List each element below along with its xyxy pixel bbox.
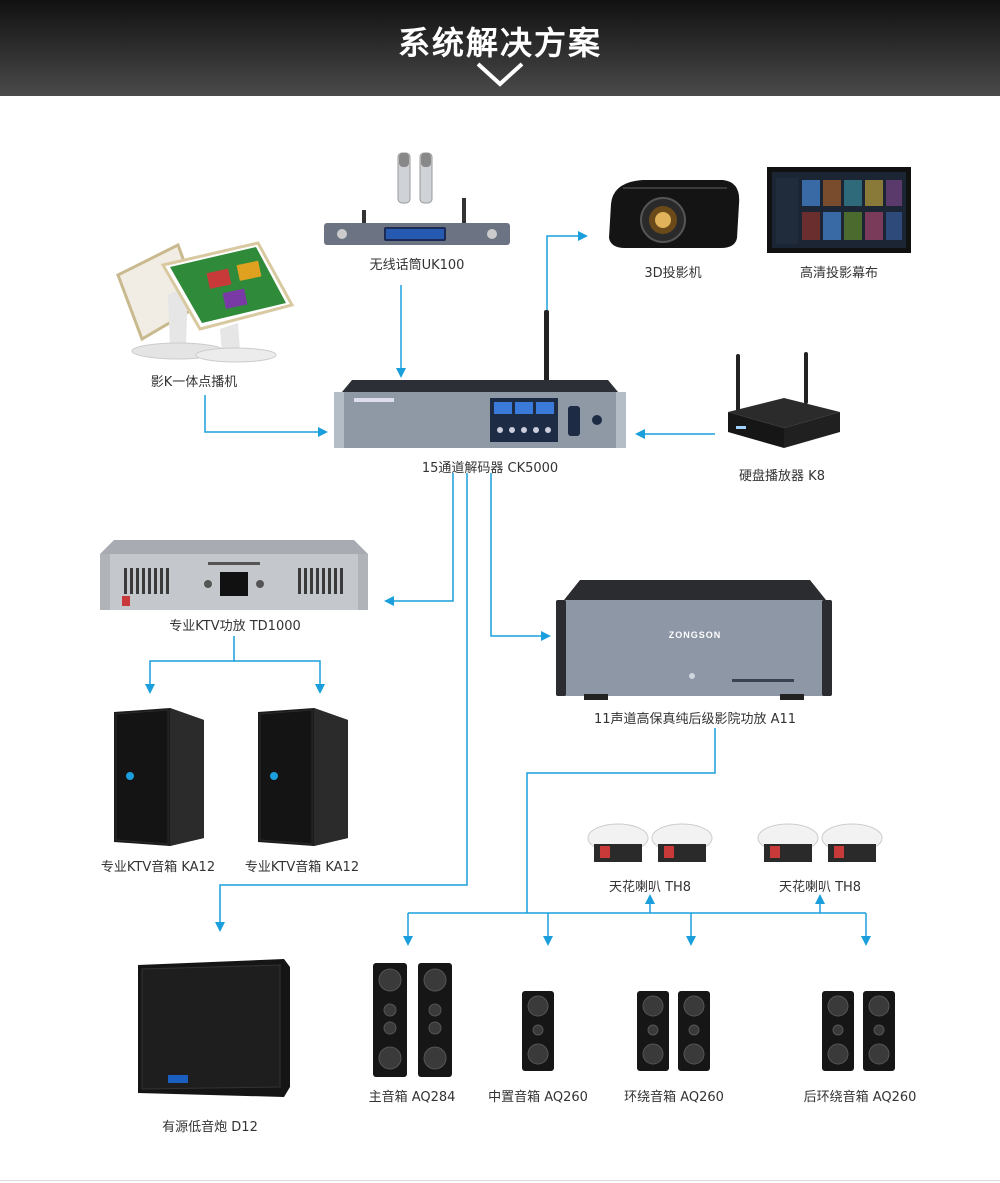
label-center-spk: 中置音箱 AQ260 — [488, 1090, 588, 1105]
decoder-device — [334, 310, 626, 448]
wire-ktvamp-split — [145, 636, 235, 694]
label-decoder: 15通道解码器 CK5000 — [421, 461, 559, 476]
hdd-player-device — [728, 352, 840, 448]
label-player: 影K一体点播机 — [150, 375, 238, 390]
wire-decoder-ktvamp — [384, 473, 454, 606]
label-th8-left: 天花喇叭 TH8 — [608, 880, 692, 895]
cinema-amp-brand: ZONGSON — [669, 630, 722, 640]
wire-decoder-cinemaamp — [490, 473, 551, 641]
label-ka12-right: 专业KTV音箱 KA12 — [244, 860, 360, 875]
bottom-divider — [0, 1180, 1000, 1181]
chevron-down-icon — [476, 62, 524, 87]
wire-player-decoder — [204, 395, 328, 437]
label-mic: 无线话筒UK100 — [369, 258, 465, 273]
label-sub: 有源低音炮 D12 — [162, 1120, 258, 1135]
label-ka12-left: 专业KTV音箱 KA12 — [100, 860, 216, 875]
wire-decoder-sub — [215, 473, 468, 932]
center-speaker-device — [522, 991, 554, 1071]
projector-device — [609, 180, 740, 248]
th8-speaker-pair-right — [757, 823, 883, 862]
ka12-speaker-left — [114, 708, 204, 846]
header-banner: 系统解决方案 — [0, 0, 1000, 96]
subwoofer-device — [138, 959, 290, 1097]
ka12-speaker-right — [258, 708, 348, 846]
label-rear-spk: 后环绕音箱 AQ260 — [803, 1090, 917, 1105]
main-speakers-device — [373, 963, 452, 1077]
wire-ktvamp-right — [234, 660, 325, 694]
th8-speaker-pair-left — [587, 823, 713, 862]
cinema-amp-device: ZONGSON — [556, 580, 832, 700]
label-main-spk: 主音箱 AQ284 — [368, 1090, 456, 1105]
label-screen: 高清投影幕布 — [799, 266, 878, 281]
label-surround-spk: 环绕音箱 AQ260 — [624, 1090, 724, 1105]
label-cinema-amp: 11声道高保真纯后级影院功放 A11 — [593, 712, 797, 727]
label-th8-right: 天花喇叭 TH8 — [778, 880, 862, 895]
label-hdd: 硬盘播放器 K8 — [739, 469, 825, 484]
ktv-amp-device — [100, 540, 368, 610]
rear-speakers-device — [822, 991, 895, 1071]
label-projector: 3D投影机 — [644, 266, 702, 281]
karaoke-player-device — [116, 241, 294, 363]
surround-speakers-device — [637, 991, 710, 1071]
wireless-mic-device — [324, 152, 510, 245]
page-title: 系统解决方案 — [397, 24, 602, 62]
wire-cinemaamp-bus — [526, 728, 716, 913]
label-ktv-amp: 专业KTV功放 TD1000 — [169, 619, 301, 634]
projection-screen-device — [767, 167, 911, 253]
